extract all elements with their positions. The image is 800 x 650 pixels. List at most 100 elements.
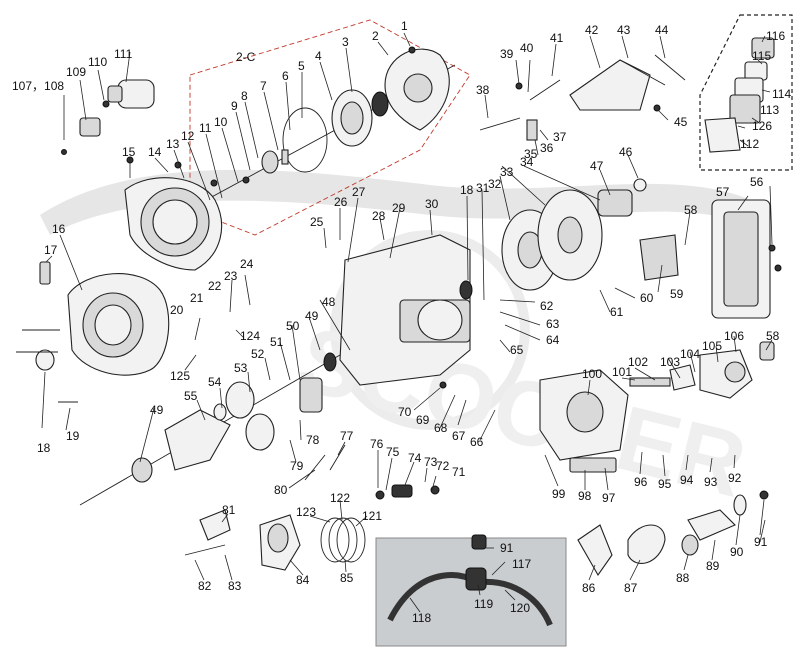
part-110: 110 [88,55,107,69]
part-100: 100 [582,367,602,381]
part-54: 54 [208,375,222,389]
part-38: 38 [476,83,490,97]
part-22: 22 [208,279,222,293]
cylinder-head [539,369,671,473]
part-57: 57 [716,185,730,199]
part-8: 8 [241,89,248,103]
part-20: 20 [170,303,184,317]
part-91-inset: 91 [500,541,514,555]
part-101: 101 [612,365,632,379]
part-16: 16 [52,222,66,236]
part-55: 55 [184,389,198,403]
part-107-108: 107，108 [12,79,64,93]
starter-spring [282,107,328,173]
part-83: 83 [228,579,242,593]
part-111: 111 [114,47,133,61]
part-23: 23 [224,269,238,283]
part-64: 64 [546,333,560,347]
piston-assembly [184,509,366,571]
fuel-hose-photo-inset [375,534,567,647]
part-105: 105 [702,339,722,353]
part-60: 60 [640,291,654,305]
part-49-left: 49 [150,403,164,417]
part-86: 86 [582,581,596,595]
part-6: 6 [282,69,289,83]
part-117: 117 [512,557,531,571]
part-114: 114 [772,87,791,101]
part-74: 74 [408,451,422,465]
part-26: 26 [334,195,348,209]
part-82: 82 [198,579,212,593]
part-112: 112 [740,137,759,151]
part-81: 81 [222,503,236,517]
part-97: 97 [602,491,616,505]
part-53: 53 [234,361,248,375]
part-39: 39 [500,47,514,61]
part-65: 65 [510,343,524,357]
part-37: 37 [553,130,567,144]
part-115: 115 [752,49,771,63]
part-91-right: 91 [754,535,768,549]
part-61: 61 [610,305,624,319]
part-52: 52 [251,347,265,361]
part-48: 48 [322,295,336,309]
part-119: 119 [474,597,493,611]
part-71: 71 [452,465,466,479]
part-19: 19 [66,429,80,443]
part-36: 36 [540,141,554,155]
ignition-coil [597,178,647,217]
part-33: 33 [500,165,514,179]
part-47: 47 [590,159,604,173]
part-15: 15 [122,145,136,159]
part-98: 98 [578,489,592,503]
part-72: 72 [436,459,450,473]
part-45: 45 [674,115,688,129]
part-80: 80 [274,483,288,497]
part-79: 79 [290,459,304,473]
part-70: 70 [398,405,412,419]
part-124: 124 [240,329,260,343]
part-113: 113 [760,103,779,117]
part-120: 120 [510,601,530,615]
part-25: 25 [310,215,324,229]
part-75: 75 [386,445,400,459]
kit-label: 2-C [236,50,256,64]
part-78: 78 [306,433,320,447]
part-116: 116 [766,29,785,43]
part-92: 92 [728,471,742,485]
part-2: 2 [372,29,379,43]
part-41: 41 [550,31,564,45]
governor-linkage [479,54,686,141]
part-31: 31 [476,181,490,195]
part-3: 3 [342,35,349,49]
part-96: 96 [634,475,648,489]
part-103: 103 [660,355,680,369]
part-85: 85 [340,571,354,585]
part-49-right: 49 [305,309,319,323]
part-94: 94 [680,473,694,487]
part-77: 77 [340,429,354,443]
part-89: 89 [706,559,720,573]
part-88: 88 [676,571,690,585]
part-106: 106 [724,329,744,343]
part-13: 13 [166,137,180,151]
part-87: 87 [624,581,638,595]
part-18-right: 18 [460,183,474,197]
crankshaft [79,354,341,506]
part-99: 99 [552,487,566,501]
part-58-right: 58 [766,329,780,343]
part-63: 63 [546,317,560,331]
part-11: 11 [199,121,212,135]
part-12: 12 [181,129,195,143]
part-69: 69 [416,413,430,427]
part-56: 56 [750,175,764,189]
part-27: 27 [352,185,366,199]
part-42: 42 [585,23,599,37]
flywheel [459,189,603,300]
part-32: 32 [488,177,502,191]
crankcase-block [339,234,471,389]
part-126: 126 [752,119,772,133]
part-34: 34 [520,155,534,169]
part-73: 73 [424,455,438,469]
part-10: 10 [214,115,228,129]
